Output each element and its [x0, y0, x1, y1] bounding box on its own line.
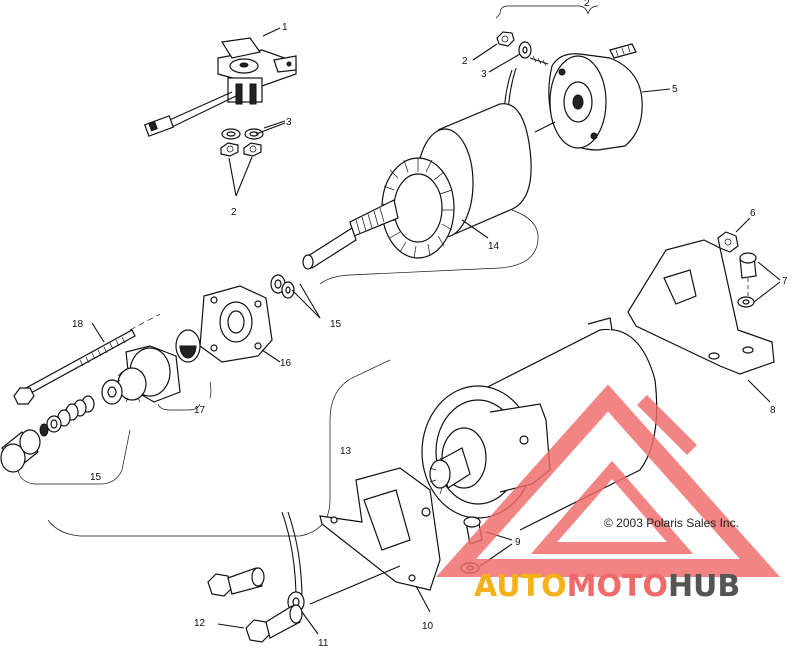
callout-10: 10 [422, 621, 434, 632]
watermark-logo-triangle [435, 384, 781, 577]
part-pinion-drive [101, 345, 181, 405]
part-spring-rings-15 [39, 395, 95, 437]
part-armature [302, 157, 455, 270]
part-nut-6 [717, 231, 739, 253]
callout-7: 7 [782, 276, 788, 287]
callout-2-right: 2 [462, 56, 468, 67]
part-nut-washer-top [496, 31, 549, 115]
watermark-wordmark: AUTOMOTOHUB [474, 569, 740, 604]
part-nuts-washers-top-left [220, 128, 264, 157]
bracket-2-top [499, 5, 599, 15]
callout-8: 8 [770, 405, 776, 416]
callout-17: 17 [194, 405, 206, 416]
part-drive-end-plate [199, 285, 273, 363]
callout-3-right: 3 [481, 69, 487, 80]
callout-3-left: 3 [286, 117, 292, 128]
part-end-cap [548, 43, 643, 151]
part-bracket-10 [319, 467, 441, 591]
callout-1: 1 [282, 22, 288, 33]
part-bolt-washer-7 [737, 252, 757, 308]
callout-11: 11 [318, 638, 329, 648]
part-washers-15 [270, 274, 295, 299]
part-bracket-8 [627, 239, 775, 375]
callout-15-top: 15 [330, 319, 342, 330]
callout-12: 12 [194, 618, 206, 629]
part-bolts-12 [207, 567, 303, 643]
callout-2-left: 2 [231, 207, 237, 218]
watermark-moto: MOTO [567, 569, 668, 604]
part-cable-11 [281, 511, 305, 613]
part-solenoid [143, 37, 297, 137]
watermark-hub: HUB [668, 569, 740, 604]
callout-2-top: 2 [584, 0, 590, 9]
callout-6: 6 [750, 208, 756, 219]
bracket-13-top [319, 209, 539, 285]
callout-14: 14 [488, 241, 500, 252]
part-cap-16 [175, 329, 201, 363]
bracket-13-lower [47, 359, 391, 537]
bracket-17 [157, 381, 212, 411]
part-sleeve [0, 429, 41, 473]
callout-5: 5 [672, 84, 678, 95]
callout-9: 9 [515, 537, 521, 548]
part-through-bolt [13, 329, 136, 405]
bracket-15-lower [17, 429, 131, 485]
callout-15-lower: 15 [90, 472, 102, 483]
watermark-auto: AUTO [474, 569, 567, 604]
copyright-text: © 2003 Polaris Sales Inc. [604, 516, 739, 530]
callout-16: 16 [280, 358, 292, 369]
callout-18: 18 [72, 319, 84, 330]
callout-13: 13 [340, 446, 352, 457]
